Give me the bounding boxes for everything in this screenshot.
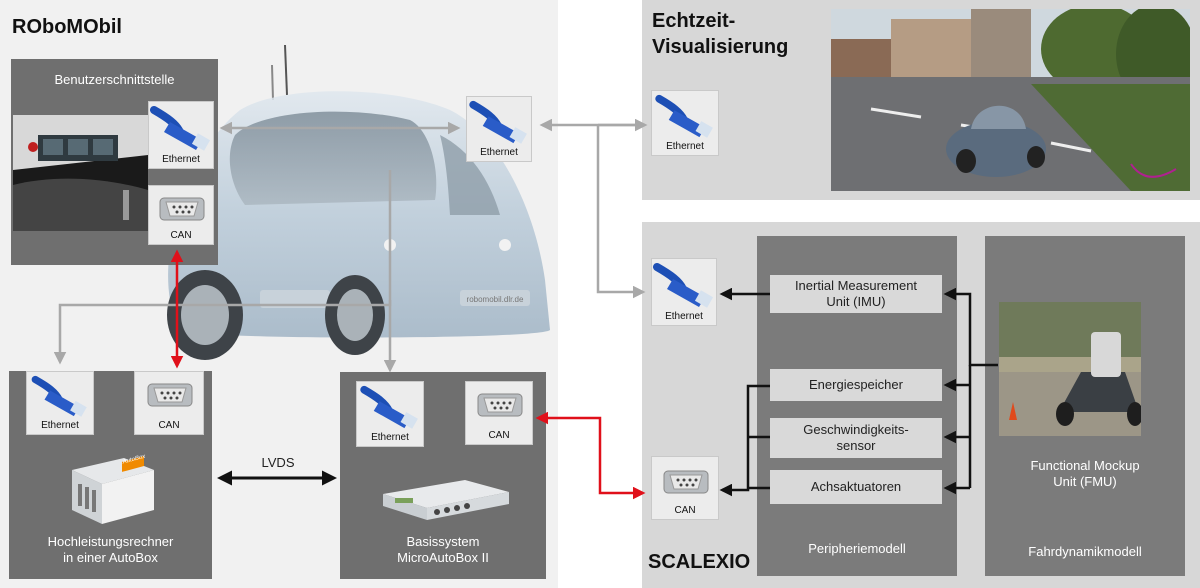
microautobox-ethernet-tile: Ethernet xyxy=(356,381,424,447)
lvds-label: LVDS xyxy=(261,455,295,470)
autobox-can-label: CAN xyxy=(158,420,180,431)
ui-can-tile: CAN xyxy=(148,185,214,245)
autobox-ethernet-label: Ethernet xyxy=(41,420,79,431)
energiespeicher-label: Energiespeicher xyxy=(809,377,903,392)
autobox-caption: Hochleistungsrechner in einer AutoBox xyxy=(9,534,212,566)
microautobox-caption-line1: Basissystem xyxy=(406,534,480,549)
scalexio-ethernet-label: Ethernet xyxy=(665,311,703,322)
car-plate-text: robomobil.dlr.de xyxy=(467,295,524,304)
eth-link-scalexio xyxy=(596,125,646,299)
microautobox-can-tile: CAN xyxy=(465,381,533,445)
scalexio-can-tile: CAN xyxy=(651,456,719,520)
achsaktuatoren-component: Achsaktuatoren xyxy=(770,470,942,504)
ui-ethernet-label: Ethernet xyxy=(162,154,200,165)
fmu-line2: Unit (FMU) xyxy=(1053,474,1117,489)
geschwindigkeitssensor-line2: sensor xyxy=(836,438,876,453)
fmu-line1: Functional Mockup xyxy=(1030,458,1140,473)
achsaktuatoren-label: Achsaktuatoren xyxy=(810,479,902,494)
geschwindigkeitssensor-line1: Geschwindigkeits- xyxy=(803,422,909,437)
cockpit-image xyxy=(13,115,148,231)
ethernet-icon xyxy=(469,100,527,144)
visualisierung-title: Echtzeit- Visualisierung xyxy=(652,8,788,60)
fmu-caption: Functional Mockup Unit (FMU) xyxy=(985,458,1185,490)
ui-can-label: CAN xyxy=(170,230,192,241)
can-connector-icon xyxy=(477,393,523,417)
imu-line1: Inertial Measurement xyxy=(794,278,918,293)
scalexio-ethernet-tile: Ethernet xyxy=(651,258,717,326)
visualisierung-ethernet-label: Ethernet xyxy=(666,141,704,152)
autobox-caption-line2: in einer AutoBox xyxy=(63,550,158,565)
peripheriemodell-caption: Peripheriemodell xyxy=(808,541,906,556)
scalexio-title: SCALEXIO xyxy=(648,551,751,573)
can-connector-icon xyxy=(663,470,709,494)
ethernet-icon xyxy=(360,385,418,429)
scalexio-can-label: CAN xyxy=(674,505,696,516)
ethernet-icon xyxy=(31,375,87,417)
ethernet-icon xyxy=(655,94,713,138)
can-connector-icon xyxy=(147,383,193,407)
autobox-device-image: AutoBox xyxy=(72,453,154,524)
visualisierung-title-line1: Echtzeit- xyxy=(652,10,736,32)
imu-component: Inertial Measurement Unit (IMU) xyxy=(770,275,942,313)
microautobox-caption: Basissystem MicroAutoBox II xyxy=(340,534,546,566)
ethernet-icon xyxy=(653,263,714,308)
visualisierung-scene-image xyxy=(831,9,1190,191)
can-connector-icon xyxy=(159,197,205,221)
imu-line2: Unit (IMU) xyxy=(826,294,886,309)
ethernet-icon xyxy=(150,106,211,151)
visualisierung-ethernet-tile: Ethernet xyxy=(651,90,719,156)
ui-ethernet-tile: Ethernet xyxy=(148,101,214,169)
autobox-ethernet-tile: Ethernet xyxy=(26,371,94,435)
microautobox-caption-line2: MicroAutoBox II xyxy=(397,550,489,565)
fahrdynamikmodell-caption: Fahrdynamikmodell xyxy=(1028,544,1142,559)
geschwindigkeitssensor-component: Geschwindigkeits- sensor xyxy=(770,418,942,458)
autobox-caption-line1: Hochleistungsrechner xyxy=(47,534,174,549)
center-ethernet-tile: Ethernet xyxy=(466,96,532,162)
energiespeicher-component: Energiespeicher xyxy=(770,369,942,401)
benutzerschnittstelle-title: Benutzerschnittstelle xyxy=(54,72,175,87)
center-ethernet-label: Ethernet xyxy=(480,147,518,158)
microautobox-can-label: CAN xyxy=(488,430,510,441)
microautobox-ethernet-label: Ethernet xyxy=(371,432,409,443)
autobox-can-tile: CAN xyxy=(134,371,204,435)
fmu-test-vehicle-image xyxy=(999,302,1141,436)
robomobil-title: ROboMObil xyxy=(12,16,122,38)
visualisierung-title-line2: Visualisierung xyxy=(652,36,789,58)
microautobox-device-image xyxy=(383,480,509,520)
